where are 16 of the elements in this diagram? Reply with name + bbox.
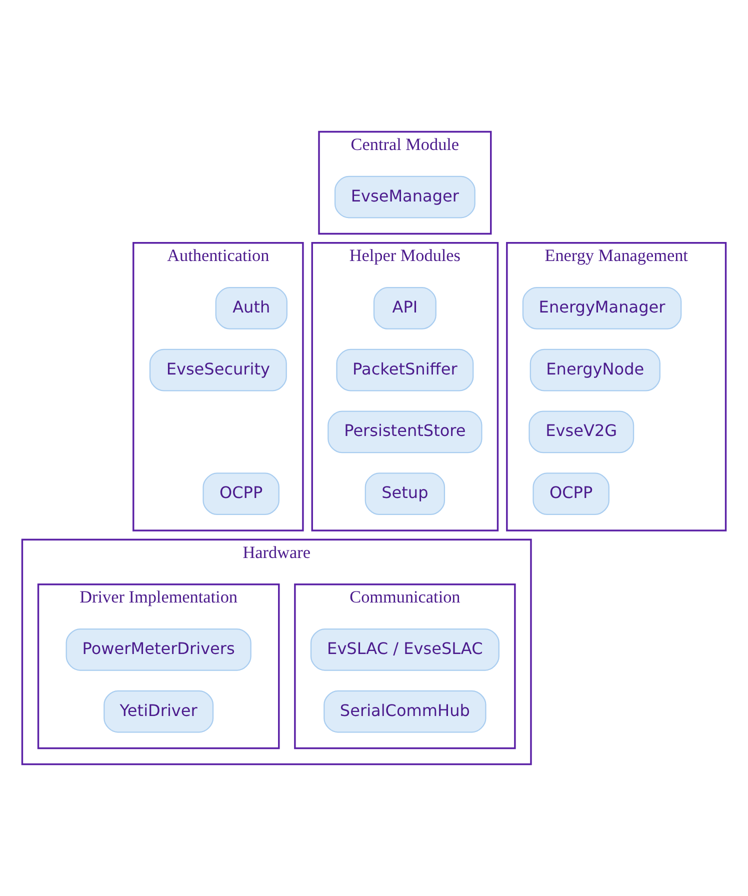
node-box: EvSLAC / EvseSLAC	[310, 628, 500, 671]
node-box: PersistentStore	[328, 410, 482, 454]
node-box: OCPP	[202, 472, 280, 516]
node-box: Auth	[215, 287, 288, 330]
node-box: SerialCommHub	[324, 690, 486, 733]
node-box: PowerMeterDrivers	[66, 628, 252, 671]
node-box: EvseV2G	[528, 410, 634, 454]
node-box: EvseSecurity	[149, 348, 287, 392]
node-box: YetiDriver	[104, 690, 214, 733]
node-box: EnergyManager	[522, 287, 682, 330]
node-box: PacketSniffer	[336, 348, 474, 392]
node-box: EvseManager	[334, 176, 476, 218]
node-box: OCPP	[532, 472, 610, 516]
node-box: EnergyNode	[530, 348, 660, 392]
node-box: Setup	[364, 472, 446, 516]
node-box: API	[373, 287, 436, 330]
